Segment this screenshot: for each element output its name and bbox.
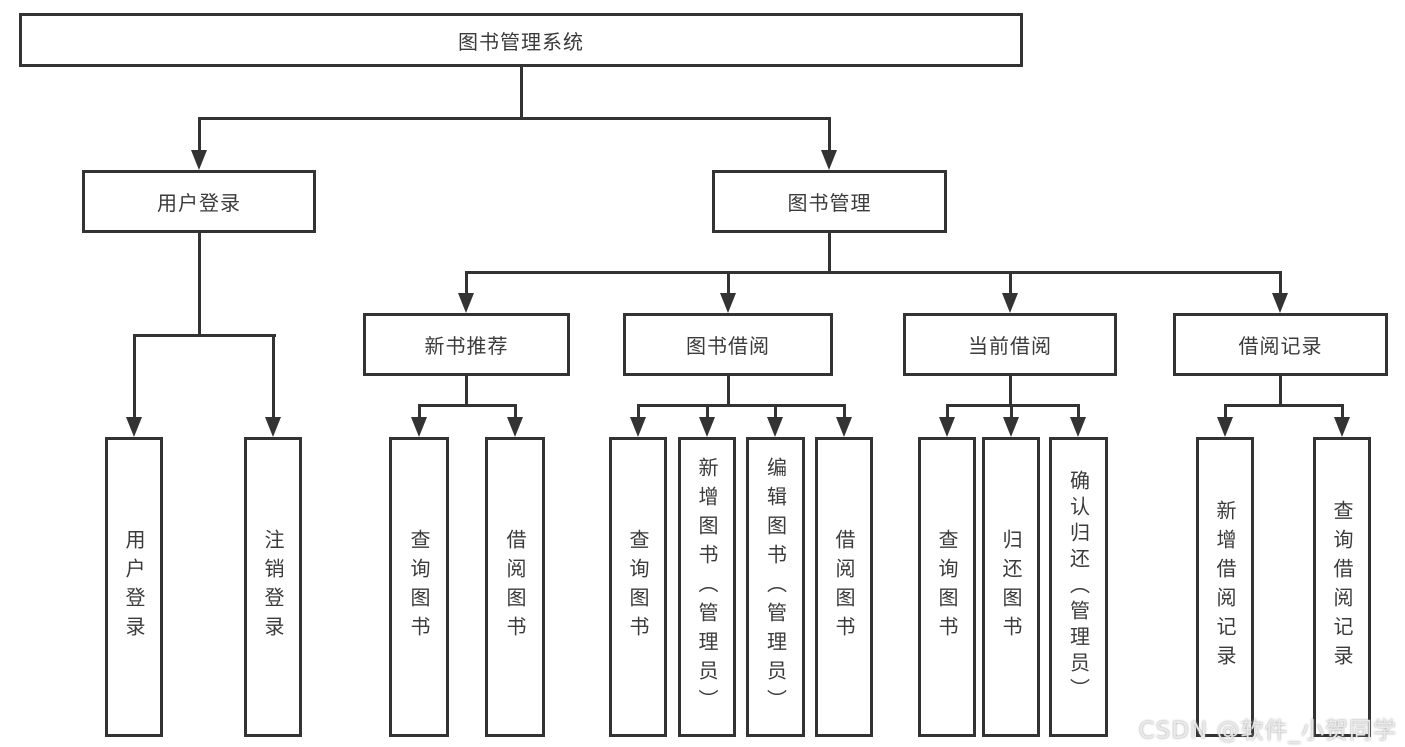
connector-level3-rail xyxy=(465,271,1282,274)
arrowhead-down-icon xyxy=(939,417,955,437)
connector-book-borrow-rail xyxy=(637,404,846,407)
leaf-add-book-admin: 新增图书（管理员） xyxy=(678,437,736,737)
leaf-query-book: 查询图书 xyxy=(609,437,667,737)
arrowhead-down-icon xyxy=(1070,417,1086,437)
node-new-book-rec-label: 新书推荐 xyxy=(424,334,509,358)
arrowhead-down-icon xyxy=(821,150,837,170)
leaf-return-book: 归还图书 xyxy=(982,437,1040,737)
node-root-label: 图书管理系统 xyxy=(458,29,584,54)
arrowhead-down-icon xyxy=(767,417,783,437)
leaf-borrow-book-rec: 借阅图书 xyxy=(485,437,545,737)
connector-leaf-drop xyxy=(946,404,949,420)
node-book-mgmt-label: 图书管理 xyxy=(787,191,872,215)
node-borrow-records-label: 借阅记录 xyxy=(1238,334,1323,358)
connector-new-book-down xyxy=(465,376,468,406)
connector-borrow-records-down xyxy=(1279,376,1282,406)
connector-leaf-drop xyxy=(1341,404,1344,420)
connector-leaf-drop xyxy=(1010,404,1013,420)
arrowhead-down-icon xyxy=(126,417,142,437)
connector-book-borrow-down xyxy=(727,376,730,406)
node-borrow-records: 借阅记录 xyxy=(1173,313,1388,376)
node-book-borrow: 图书借阅 xyxy=(623,313,833,376)
leaf-query-book-current: 查询图书 xyxy=(918,437,976,737)
node-current-borrow: 当前借阅 xyxy=(903,313,1117,376)
leaf-label: 借阅图书 xyxy=(832,529,856,645)
arrowhead-down-icon xyxy=(1002,293,1018,313)
connector-leaf-drop xyxy=(1077,404,1080,420)
connector-leaf-drop xyxy=(843,404,846,420)
connector-level2-rail xyxy=(198,117,831,120)
connector-new-book-drop xyxy=(465,271,468,297)
connector-current-borrow-rail xyxy=(946,404,1080,407)
node-root: 图书管理系统 xyxy=(19,13,1023,67)
leaf-label: 用户登录 xyxy=(122,529,146,645)
leaf-add-borrow-record: 新增借阅记录 xyxy=(1196,437,1254,737)
connector-leaf-drop xyxy=(706,404,709,420)
leaf-label: 归还图书 xyxy=(999,529,1023,645)
connector-leaf-drop xyxy=(1224,404,1227,420)
csdn-watermark: CSDN @软件_小贺同学 xyxy=(1138,718,1397,744)
leaf-label: 新增图书（管理员） xyxy=(695,456,719,718)
arrowhead-down-icon xyxy=(411,417,427,437)
leaf-label: 查询图书 xyxy=(626,529,650,645)
connector-current-borrow-down xyxy=(1009,376,1012,406)
connector-new-book-rail xyxy=(418,404,517,407)
arrowhead-down-icon xyxy=(1272,293,1288,313)
node-user-login-label: 用户登录 xyxy=(157,191,241,215)
connector-leaf-drop xyxy=(133,334,136,420)
connector-book-borrow-drop xyxy=(727,271,730,297)
node-current-borrow-label: 当前借阅 xyxy=(968,334,1052,358)
connector-book-mgmt-drop xyxy=(828,117,831,155)
leaf-label: 编辑图书（管理员） xyxy=(763,456,788,718)
arrowhead-down-icon xyxy=(630,417,646,437)
arrowhead-down-icon xyxy=(458,293,474,313)
connector-book-mgmt-down xyxy=(828,233,831,273)
leaf-edit-book-admin: 编辑图书（管理员） xyxy=(746,437,805,737)
leaf-label: 查询图书 xyxy=(407,529,431,645)
leaf-borrow-book: 借阅图书 xyxy=(815,437,873,737)
arrowhead-down-icon xyxy=(720,293,736,313)
node-book-mgmt: 图书管理 xyxy=(712,170,947,233)
connector-root-drop xyxy=(520,67,523,120)
leaf-query-book-rec: 查询图书 xyxy=(389,437,449,737)
arrowhead-down-icon xyxy=(507,417,523,437)
connector-leaf-drop xyxy=(637,404,640,420)
arrowhead-down-icon xyxy=(699,417,715,437)
connector-user-login-rail xyxy=(133,334,276,337)
connector-borrow-records-rail xyxy=(1224,404,1343,407)
connector-leaf-drop xyxy=(774,404,777,420)
connector-leaf-drop xyxy=(418,404,421,420)
connector-leaf-drop xyxy=(514,404,517,420)
leaf-label: 借阅图书 xyxy=(503,529,527,645)
arrowhead-down-icon xyxy=(191,150,207,170)
connector-user-login-down xyxy=(198,233,201,336)
arrowhead-down-icon xyxy=(1003,417,1019,437)
connector-borrow-records-drop xyxy=(1279,271,1282,297)
leaf-query-borrow-record: 查询借阅记录 xyxy=(1313,437,1371,737)
node-new-book-rec: 新书推荐 xyxy=(363,313,570,376)
leaf-confirm-return-admin: 确认归还（管理员） xyxy=(1049,437,1108,737)
leaf-label: 查询图书 xyxy=(935,529,959,645)
connector-leaf-drop xyxy=(272,334,275,420)
arrowhead-down-icon xyxy=(1217,417,1233,437)
leaf-label: 查询借阅记录 xyxy=(1330,500,1354,674)
connector-current-borrow-drop xyxy=(1009,271,1012,297)
leaf-user-login: 用户登录 xyxy=(105,437,163,737)
leaf-label: 新增借阅记录 xyxy=(1213,500,1237,674)
arrowhead-down-icon xyxy=(265,417,281,437)
node-book-borrow-label: 图书借阅 xyxy=(686,334,770,358)
leaf-label: 确认归还（管理员） xyxy=(1066,470,1091,704)
arrowhead-down-icon xyxy=(1334,417,1350,437)
connector-user-login-drop xyxy=(198,117,201,155)
leaf-label: 注销登录 xyxy=(261,529,285,645)
leaf-logout: 注销登录 xyxy=(244,437,302,737)
node-user-login: 用户登录 xyxy=(82,170,316,233)
arrowhead-down-icon xyxy=(836,417,852,437)
